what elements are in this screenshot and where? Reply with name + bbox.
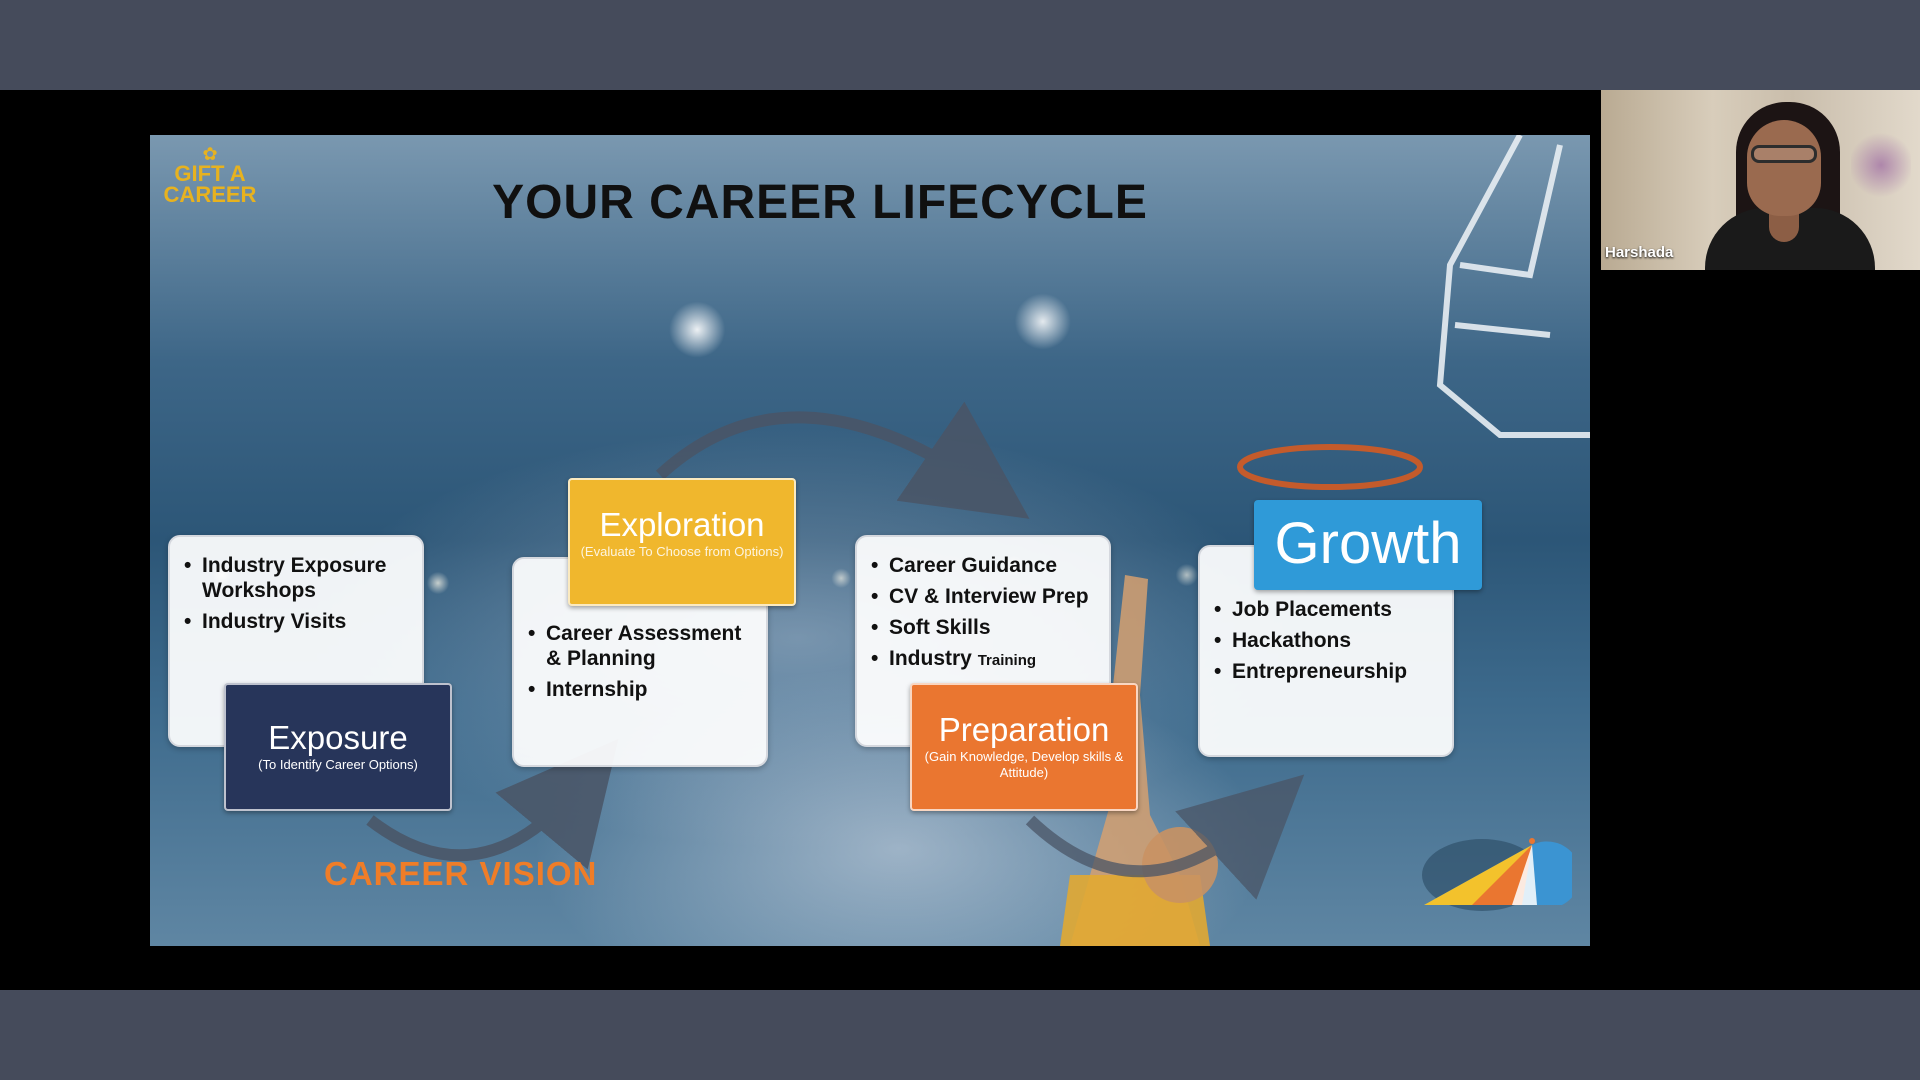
- list-item-small: Training: [977, 652, 1037, 669]
- participant-glasses: [1751, 145, 1817, 163]
- stage-preparation: Preparation (Gain Knowledge, Develop ski…: [910, 683, 1138, 811]
- career-vision-label: CAREER VISION: [324, 855, 598, 892]
- cycle-arrows: [366, 135, 1590, 900]
- stage-subtitle: (Gain Knowledge, Develop skills & Attitu…: [924, 749, 1124, 780]
- list-item: Hackathons: [1212, 628, 1440, 653]
- meeting-bottom-bar: [0, 990, 1920, 1080]
- stage-name: Exploration: [599, 506, 765, 543]
- stage-exploration: Exploration (Evaluate To Choose from Opt…: [568, 478, 796, 606]
- list-item: Soft Skills: [869, 615, 1097, 640]
- list-item: Career Assessment & Planning: [526, 621, 754, 671]
- list-item: CV & Interview Prep: [869, 584, 1097, 609]
- list-item: Internship: [526, 677, 754, 702]
- background-decor: [1851, 130, 1911, 200]
- list-item: Industry Visits: [182, 609, 410, 634]
- participant-name-label: Harshada: [1605, 244, 1674, 261]
- stage-growth: Growth: [1254, 500, 1482, 590]
- brand-fan-logo: [1422, 838, 1572, 911]
- list-item-main: Industry: [889, 647, 972, 670]
- stage-exposure: Exposure (To Identify Career Options): [224, 683, 452, 811]
- logo-text: GIFT A CAREER: [163, 161, 257, 207]
- list-item: Job Placements: [1212, 597, 1440, 622]
- participant-face: [1747, 120, 1821, 216]
- slide-title: YOUR CAREER LIFECYCLE: [492, 176, 1148, 229]
- list-item: Industry Training: [869, 646, 1097, 673]
- stage-subtitle: (Evaluate To Choose from Options): [580, 544, 784, 559]
- participant-video-tile[interactable]: Harshada: [1601, 90, 1920, 270]
- list-item: Industry Exposure Workshops: [182, 553, 410, 603]
- stage-subtitle: (To Identify Career Options): [258, 757, 418, 772]
- stage-name: Growth: [1274, 511, 1462, 576]
- shared-slide: ✿ GIFT A CAREER YOUR CAREER LIFECYCLE In…: [150, 135, 1590, 946]
- gift-a-career-logo: ✿ GIFT A CAREER: [163, 144, 257, 207]
- stage-name: Preparation: [938, 711, 1110, 748]
- list-item: Entrepreneurship: [1212, 659, 1440, 684]
- meeting-top-bar: [0, 0, 1920, 90]
- list-item: Career Guidance: [869, 553, 1097, 578]
- stage-name: Exposure: [268, 719, 408, 756]
